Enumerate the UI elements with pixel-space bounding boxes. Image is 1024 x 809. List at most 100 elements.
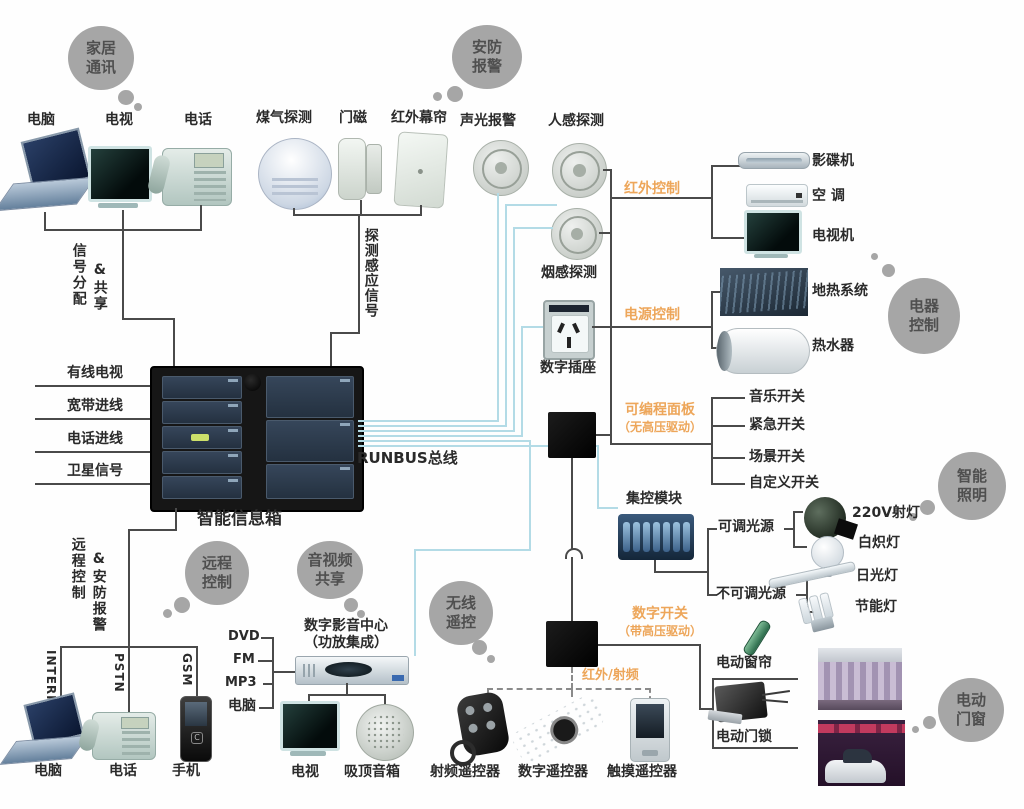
connector (35, 451, 152, 453)
bubble-dot (357, 610, 365, 618)
label-src-mp3: MP3 (225, 675, 257, 690)
curtain-photo (818, 648, 902, 710)
bubble-motor-l1: 电动 (955, 691, 986, 710)
ceiling-speaker-image (356, 704, 414, 761)
bubble-dot (909, 513, 917, 521)
smart-info-box-image (150, 366, 364, 512)
smoke-detector-image (551, 208, 603, 260)
label-mobile: 手机 (172, 763, 200, 779)
connector (712, 747, 798, 749)
label-central-module: 集控模块 (626, 491, 682, 507)
bus-line (414, 549, 531, 551)
sound-light-alarm-image (473, 140, 529, 196)
av-center-image (295, 656, 409, 685)
bubble-dot (472, 640, 487, 655)
touch-panel-1-image (548, 412, 596, 458)
bubble-dot (920, 500, 935, 515)
connector (346, 683, 348, 695)
connector (806, 576, 808, 613)
label-src-pc: 电脑 (228, 698, 256, 714)
label-air-conditioner: 空 调 (812, 188, 845, 204)
label-pc-bottom: 电脑 (34, 763, 62, 779)
connector (571, 557, 573, 621)
label-av-center-l1: 数字影音中心 (304, 618, 388, 634)
connector (711, 425, 745, 427)
connector (60, 646, 62, 700)
label-ir-rf: 红外/射频 (582, 668, 639, 683)
dvd-player-image (738, 152, 810, 169)
bus-line (597, 445, 599, 509)
connector (420, 205, 422, 216)
connector (596, 434, 610, 436)
bubble-dot (447, 86, 463, 102)
connector (308, 694, 386, 696)
door-magnet-image (338, 136, 384, 200)
label-door-magnet: 门磁 (339, 110, 367, 126)
bubble-appliance-control: 电器 控制 (888, 278, 960, 354)
connector (711, 457, 745, 459)
connector (598, 644, 701, 646)
connector (175, 508, 177, 531)
connector (330, 332, 360, 334)
label-programmable-panel: 可编程面板 （无高压驱动） (608, 402, 712, 436)
digital-remote-image (509, 692, 607, 766)
connector (793, 511, 803, 513)
connector (711, 165, 713, 239)
bubble-motor-l2: 门窗 (955, 710, 986, 728)
bus-line (513, 227, 553, 229)
bus-line (358, 435, 521, 437)
bubble-home-comm-l2: 通讯 (85, 58, 116, 76)
label-tv-set: 电视机 (812, 228, 854, 244)
bubble-av-sharing: 音视频 共享 (297, 541, 363, 599)
connector (711, 237, 745, 239)
bus-line (358, 420, 497, 422)
label-custom-switch: 自定义开关 (749, 475, 819, 491)
label-energy-saving: 节能灯 (855, 599, 897, 615)
connector (259, 707, 272, 709)
label-signal-share-col1: 信号分配 (70, 243, 87, 307)
bus-line (597, 507, 618, 509)
bubble-security-alarm: 安防 报警 (452, 25, 522, 89)
connector (707, 594, 717, 596)
bubble-lighting-l1: 智能 (956, 467, 987, 486)
bubble-wireless-l2: 遥控 (445, 613, 476, 631)
label-incandescent: 白炽灯 (858, 535, 900, 551)
bus-line (358, 430, 513, 432)
label-human-detector: 人感探测 (548, 113, 604, 129)
label-input-cable-tv: 有线电视 (67, 365, 123, 381)
phone-bottom-image (77, 712, 156, 760)
bubble-smart-lighting: 智能 照明 (938, 452, 1006, 520)
connector (35, 385, 152, 387)
label-gsm: GSM (180, 653, 194, 687)
connector (35, 483, 152, 485)
bubble-dot (487, 655, 495, 663)
label-digital-socket: 数字插座 (540, 360, 596, 376)
curtain-motor-image (741, 618, 773, 658)
connector (128, 646, 130, 712)
connector (263, 683, 272, 685)
connector (128, 529, 177, 531)
label-input-satellite: 卫星信号 (67, 463, 123, 479)
dashed-connector (487, 688, 651, 690)
label-electric-curtain: 电动窗帘 (716, 655, 772, 671)
bus-line (358, 445, 599, 447)
tv-image (88, 146, 154, 212)
label-floor-heating: 地热系统 (812, 283, 868, 299)
touch-panel-2-image (546, 621, 598, 667)
connector (707, 528, 717, 530)
connector (571, 458, 573, 549)
floor-heating-image (720, 268, 808, 316)
label-phone-top: 电话 (184, 112, 212, 128)
digital-socket-image (543, 300, 595, 360)
connector (599, 232, 611, 234)
connector (793, 546, 807, 548)
bus-line (529, 440, 531, 551)
connector (122, 318, 175, 320)
connector (784, 528, 793, 530)
connector (330, 332, 332, 367)
label-non-dimmable: 不可调光源 (716, 586, 786, 602)
connector (308, 694, 310, 703)
bubble-dot (344, 598, 358, 612)
label-electric-lock: 电动门锁 (716, 729, 772, 745)
connector (293, 214, 422, 216)
